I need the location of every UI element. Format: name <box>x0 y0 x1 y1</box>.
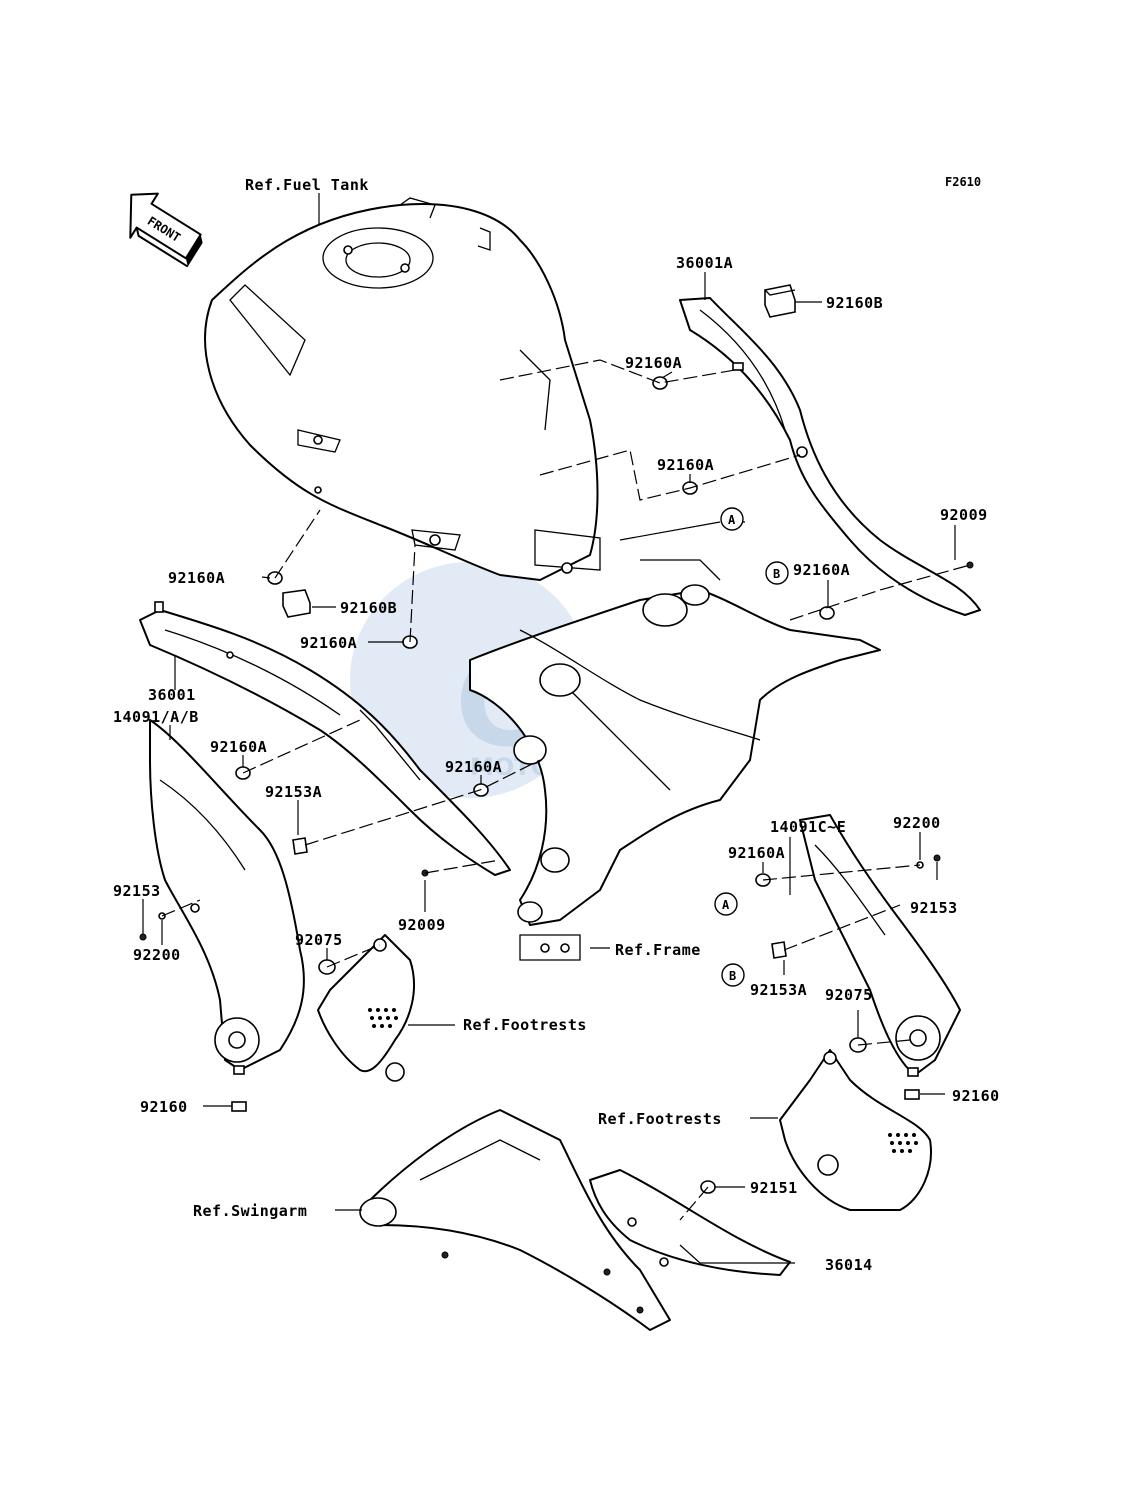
svg-text:B: B <box>729 969 736 983</box>
footrest-right <box>779 1049 932 1211</box>
rubber-block-92160B-left <box>282 589 311 618</box>
callout-92160A-5: 92160A <box>300 634 357 652</box>
callout-92160A-2: 92160A <box>657 456 714 474</box>
svg-text:A: A <box>728 513 736 527</box>
callout-92160B-left: 92160B <box>340 599 397 617</box>
marker-b-bottom: B <box>721 963 745 987</box>
callout-92151: 92151 <box>750 1179 798 1197</box>
callout-92153A-left: 92153A <box>265 783 322 801</box>
cover-36001 <box>139 601 511 876</box>
callout-92075-right: 92075 <box>825 986 873 1004</box>
bolt-92153-right <box>933 854 941 862</box>
ref-frame-label: Ref.Frame <box>615 941 701 959</box>
svg-text:B: B <box>773 567 780 581</box>
marker-a-top: A <box>720 507 744 531</box>
callout-92160A-4: 92160A <box>168 569 225 587</box>
svg-text:A: A <box>722 898 730 912</box>
callout-14091CE: 14091C~E <box>770 818 846 836</box>
callout-36001: 36001 <box>148 686 196 704</box>
figure-code: F2610 <box>945 175 981 189</box>
screw-92009-right <box>966 561 974 569</box>
footrest-left <box>317 934 416 1082</box>
rubber-block-92160B-top <box>764 284 796 318</box>
ref-swingarm-label: Ref.Swingarm <box>193 1202 307 1220</box>
callout-92200-right: 92200 <box>893 814 941 832</box>
callout-92009-right: 92009 <box>940 506 988 524</box>
assembly-lines <box>161 359 971 1221</box>
callout-92160A-7: 92160A <box>445 758 502 776</box>
bolt-92153-left <box>139 933 147 941</box>
callout-92200-left: 92200 <box>133 946 181 964</box>
swingarm <box>359 1109 671 1331</box>
grommet-92160A-3 <box>819 606 835 620</box>
grommet-92160A-1 <box>652 376 668 390</box>
marker-b-top: B <box>765 561 789 585</box>
callout-92153-left: 92153 <box>113 882 161 900</box>
chain-guard-36014 <box>589 1169 791 1314</box>
ref-fuel-tank-label: Ref.Fuel Tank <box>245 176 369 194</box>
callout-92160A-1: 92160A <box>625 354 682 372</box>
collar-92153A-left <box>292 837 308 855</box>
ref-footrests-right-label: Ref.Footrests <box>598 1110 722 1128</box>
callout-36001A: 36001A <box>676 254 733 272</box>
callout-92153-right: 92153 <box>910 899 958 917</box>
callout-92160A-8: 92160A <box>728 844 785 862</box>
ref-footrests-left-label: Ref.Footrests <box>463 1016 587 1034</box>
callout-92153A-right: 92153A <box>750 981 807 999</box>
callout-92160-left: 92160 <box>140 1098 188 1116</box>
cover-14091CE <box>799 814 961 1077</box>
leader-lines <box>142 193 956 1264</box>
callout-92160A-3: 92160A <box>793 561 850 579</box>
fuel-tank <box>204 197 601 581</box>
callout-92160A-6: 92160A <box>210 738 267 756</box>
frame <box>469 559 881 961</box>
pad-92160-left <box>231 1101 247 1112</box>
callout-92160-right: 92160 <box>952 1087 1000 1105</box>
callout-92160B-top: 92160B <box>826 294 883 312</box>
pad-92160-right <box>904 1089 920 1100</box>
front-arrow-icon: FRONT <box>129 192 203 268</box>
cover-36001A <box>679 297 981 616</box>
callout-92075-left: 92075 <box>295 931 343 949</box>
marker-a-bottom: A <box>714 892 738 916</box>
cover-14091AB <box>149 719 305 1075</box>
callout-36014: 36014 <box>825 1256 873 1274</box>
callout-14091AB: 14091/A/B <box>113 708 199 726</box>
collar-92153A-right <box>771 941 787 959</box>
callout-92009-left: 92009 <box>398 916 446 934</box>
